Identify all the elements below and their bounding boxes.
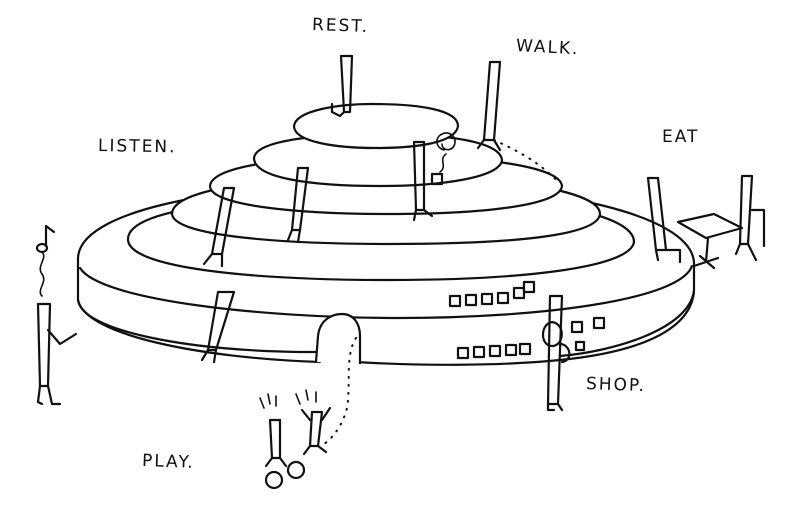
figure-tier3 xyxy=(286,166,310,244)
figure-tier2 xyxy=(202,186,236,268)
label-rest: REST. xyxy=(311,15,370,37)
figure-listen xyxy=(36,251,78,406)
label-walk: WALK. xyxy=(515,36,580,60)
doorway-arch xyxy=(314,312,362,364)
figure-base xyxy=(200,290,236,364)
cafe-table xyxy=(676,212,744,270)
label-listen: LISTEN. xyxy=(97,136,177,158)
shop-windows-upper xyxy=(448,280,536,308)
figure-eat-right xyxy=(734,174,766,262)
label-eat: EAT xyxy=(662,127,700,147)
figure-play-left xyxy=(259,393,306,490)
mall-top-tier xyxy=(292,102,460,150)
label-shop: SHOP. xyxy=(585,374,647,397)
label-play: PLAY. xyxy=(141,451,196,473)
figure-walk xyxy=(476,60,502,152)
figure-rest xyxy=(330,54,354,118)
swirl-ornament xyxy=(436,132,456,151)
figure-drink xyxy=(412,140,447,222)
figure-eat-left xyxy=(646,176,682,264)
figure-play-right xyxy=(295,389,332,456)
music-note-icon xyxy=(35,224,56,254)
shop-windows-lower xyxy=(456,316,606,360)
sound-wave xyxy=(39,251,45,297)
figure-shop xyxy=(541,294,571,412)
